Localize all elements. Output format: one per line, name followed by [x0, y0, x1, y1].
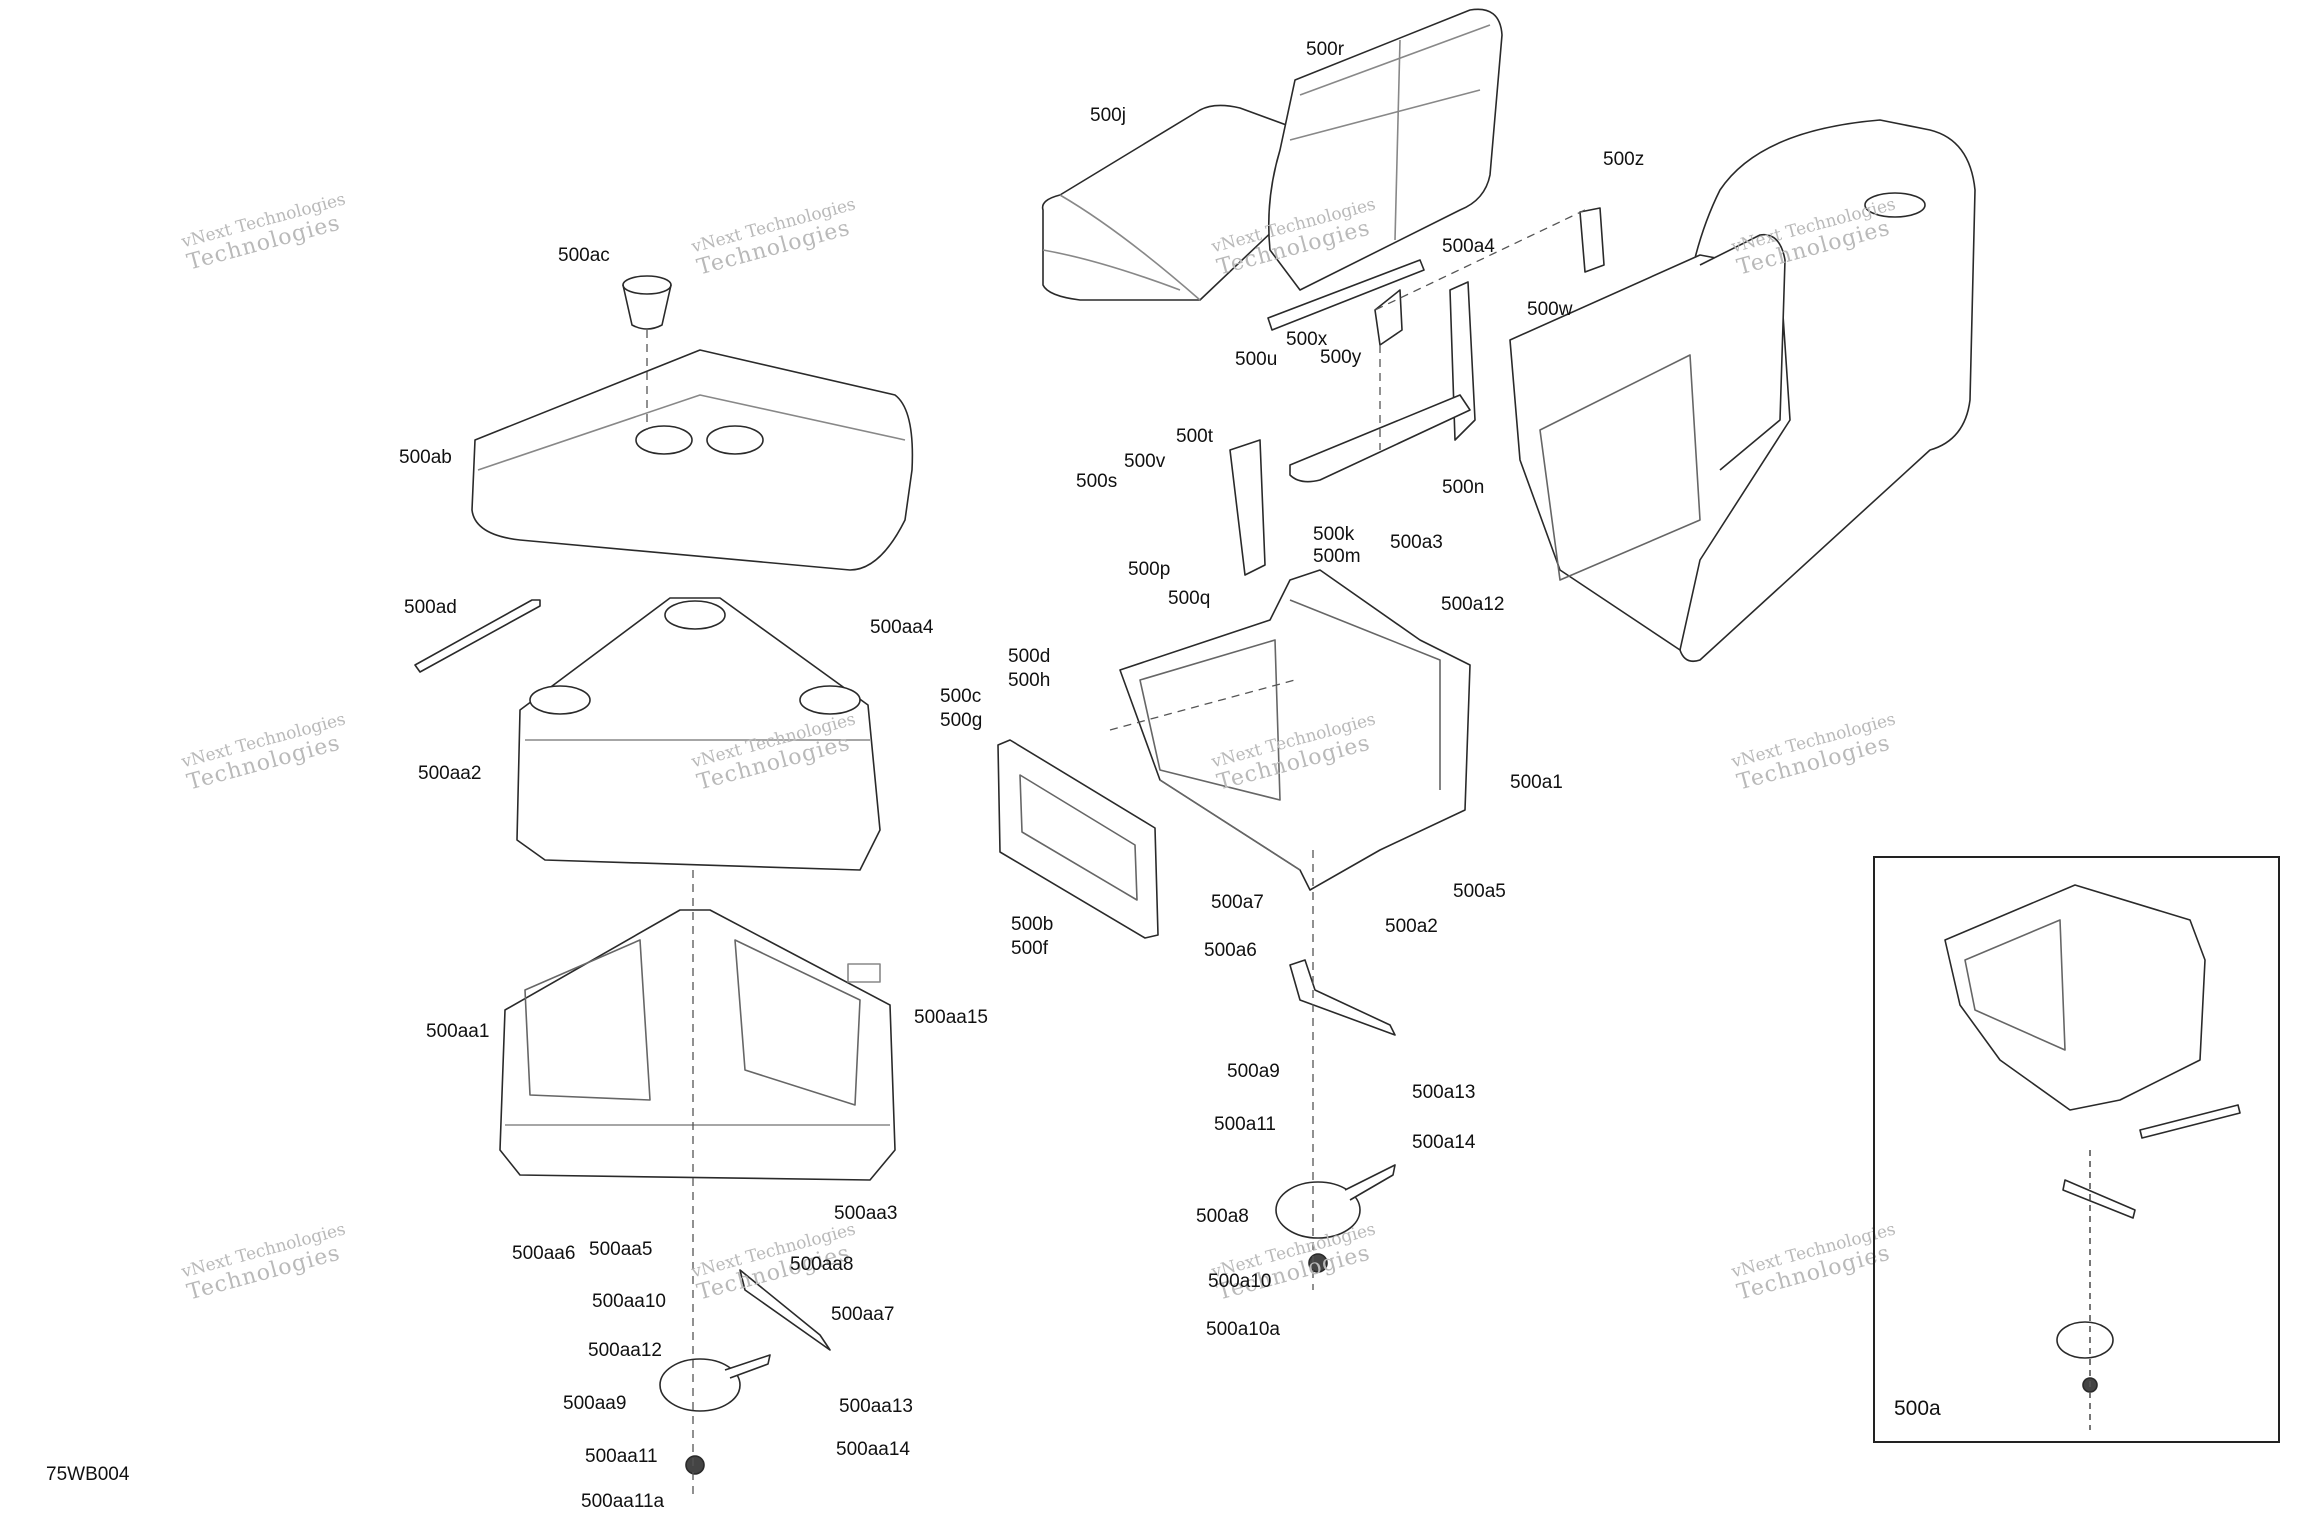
part-label: 500b — [1011, 914, 1054, 935]
tag-part — [847, 963, 881, 983]
part-label: 500a13 — [1412, 1082, 1476, 1103]
part-label: 500a2 — [1385, 916, 1438, 937]
inset-assembly-part — [1944, 884, 2241, 1430]
part-label: 500a7 — [1211, 892, 1264, 913]
part-label: 500r — [1306, 39, 1345, 60]
top-cover-part — [471, 349, 914, 571]
part-label: 500q — [1168, 588, 1211, 609]
part-label: 500aa9 — [563, 1393, 627, 1414]
part-label: 500m — [1313, 546, 1361, 567]
part-label: 500a10a — [1206, 1319, 1280, 1340]
door-panel-part — [997, 739, 1159, 939]
part-label: 500aa8 — [790, 1254, 854, 1275]
part-label: 500a1 — [1510, 772, 1563, 793]
part-label: 500aa1 — [426, 1021, 490, 1042]
part-label: 500aa10 — [592, 1291, 666, 1312]
part-label: 500a5 — [1453, 881, 1506, 902]
part-label: 500ab — [399, 447, 452, 468]
part-label: 500h — [1008, 670, 1051, 691]
part-label: 500aa4 — [870, 617, 934, 638]
part-label: 500aa5 — [589, 1239, 653, 1260]
part-label: 500aa14 — [836, 1439, 910, 1460]
part-label: 500a4 — [1442, 236, 1495, 257]
part-label: 500u — [1235, 349, 1278, 370]
part-label: 500w — [1527, 299, 1573, 320]
seat-back-part — [1267, 8, 1503, 291]
part-label: 500aa2 — [418, 763, 482, 784]
part-label: 500x — [1286, 329, 1328, 350]
bracket-assembly-part — [1275, 959, 1396, 1273]
part-label: 500k — [1313, 524, 1355, 545]
part-label: 500aa11 — [585, 1446, 658, 1467]
seat-rail-part — [1267, 259, 1425, 331]
part-label: 500t — [1176, 426, 1213, 447]
part-label: 500g — [940, 710, 983, 731]
part-label: 500d — [1008, 646, 1051, 667]
part-label: 500aa3 — [834, 1203, 898, 1224]
assembled-seat-part — [1509, 119, 1976, 663]
part-label: 500a8 — [1196, 1206, 1249, 1227]
part-label: 500j — [1090, 105, 1126, 126]
rod-part — [414, 599, 541, 673]
part-label: 500aa12 — [588, 1340, 662, 1361]
lower-frame-part — [499, 909, 896, 1181]
part-label: 500c — [940, 686, 982, 707]
inset-label: 500a — [1894, 1397, 1941, 1420]
part-label: 500a3 — [1390, 532, 1443, 553]
console-frame-part — [516, 597, 881, 871]
part-label: 500y — [1320, 347, 1362, 368]
seat-base-part — [1119, 569, 1471, 891]
part-label: 500a11 — [1214, 1114, 1276, 1135]
part-label: 500aa15 — [914, 1007, 988, 1028]
part-label: 500aa6 — [512, 1243, 576, 1264]
part-label: 500ad — [404, 597, 457, 618]
part-label: 500ac — [558, 245, 610, 266]
inset-frame — [1873, 856, 2280, 1443]
part-label: 500aa13 — [839, 1396, 913, 1417]
part-label: 500aa11a — [581, 1491, 665, 1512]
diagram-code: 75WB004 — [46, 1464, 130, 1485]
part-label: 500a10 — [1208, 1271, 1272, 1292]
assembly-guide-lines — [646, 209, 1586, 1500]
clip-part — [1579, 207, 1605, 273]
part-label: 500v — [1124, 451, 1166, 472]
cup-holder-part — [622, 275, 672, 330]
part-label: 500aa7 — [831, 1304, 895, 1325]
part-label: 500n — [1442, 477, 1485, 498]
part-label: 500a12 — [1441, 594, 1505, 615]
seat-bracket-part — [1229, 281, 1476, 576]
part-label: 500f — [1011, 938, 1048, 959]
part-label: 500s — [1076, 471, 1118, 492]
part-label: 500a6 — [1204, 940, 1257, 961]
part-label: 500a14 — [1412, 1132, 1476, 1153]
part-label: 500z — [1603, 149, 1645, 170]
part-label: 500a9 — [1227, 1061, 1280, 1082]
pivot-assembly-part — [659, 1269, 831, 1475]
seat-cushion-part — [1041, 104, 1301, 301]
part-label: 500p — [1128, 559, 1171, 580]
